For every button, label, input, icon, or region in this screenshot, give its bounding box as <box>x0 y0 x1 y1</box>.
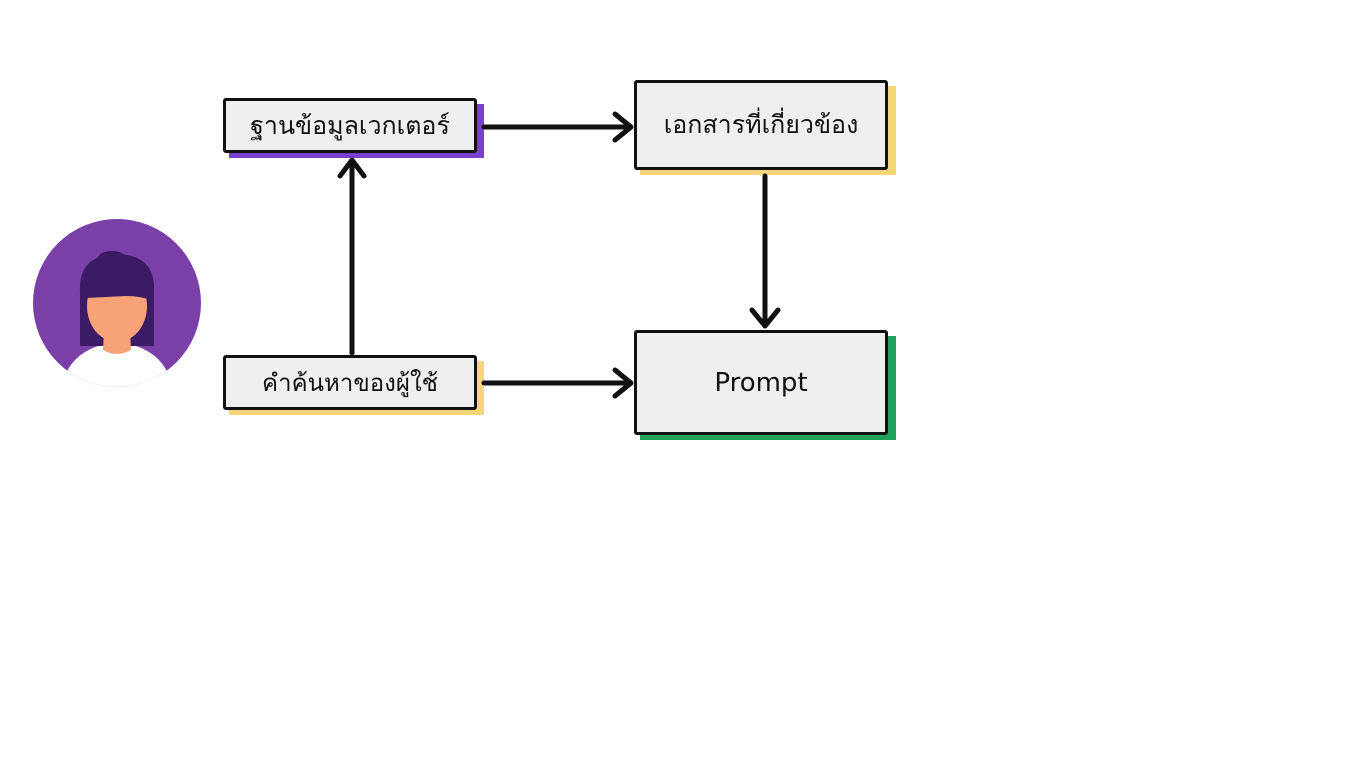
related-documents-node: เอกสารที่เกี่ยวข้อง <box>634 80 888 170</box>
prompt-label: Prompt <box>714 367 808 398</box>
vector-database-node: ฐานข้อมูลเวกเตอร์ <box>223 98 477 153</box>
arrow-related-docs-to-prompt <box>749 173 781 329</box>
vector-database-label: ฐานข้อมูลเวกเตอร์ <box>250 110 450 140</box>
related-documents-label: เอกสารที่เกี่ยวข้อง <box>663 110 859 139</box>
arrow-user-query-to-prompt <box>481 367 634 399</box>
prompt-node: Prompt <box>634 330 888 435</box>
user-query-node: คำค้นหาของผู้ใช้ <box>223 355 477 410</box>
arrow-user-query-to-vector-db <box>337 157 367 356</box>
arrow-vector-db-to-related-docs <box>481 111 634 143</box>
user-avatar-icon <box>33 219 201 387</box>
user-query-label: คำค้นหาของผู้ใช้ <box>262 369 438 397</box>
